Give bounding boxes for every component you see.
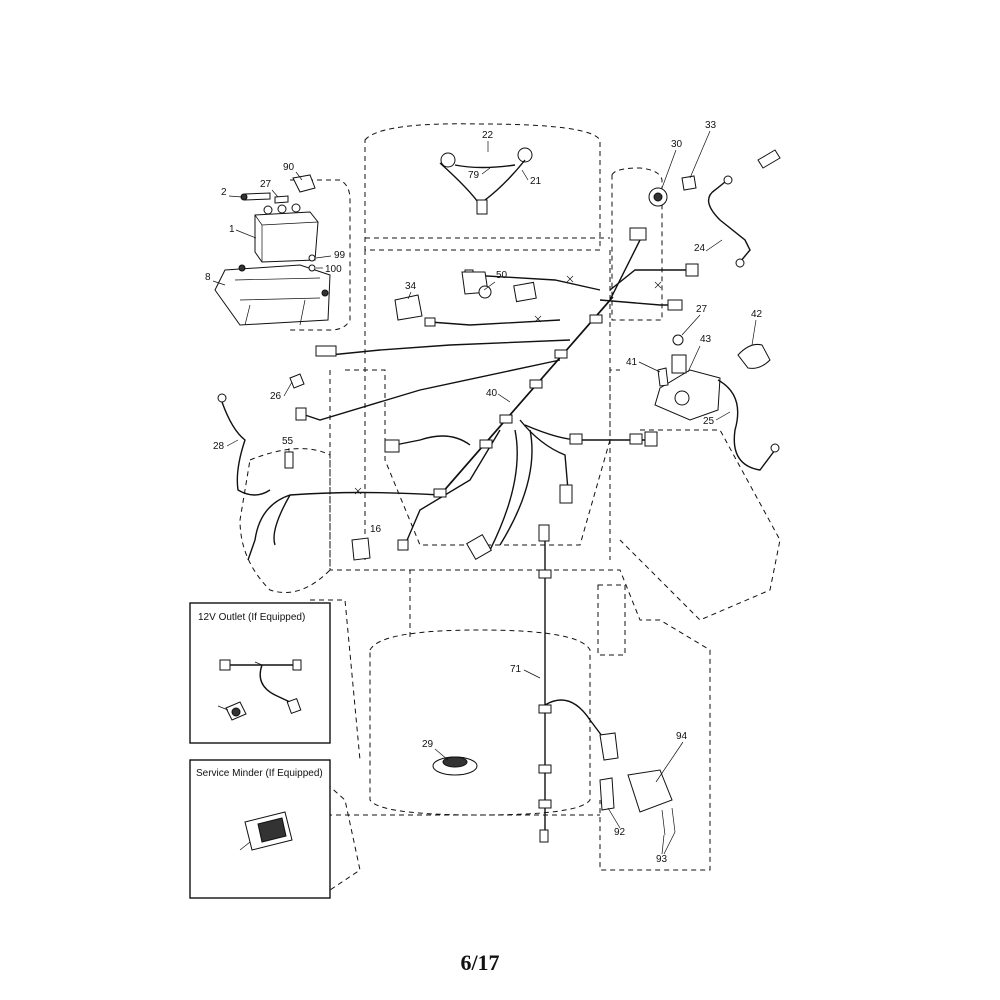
callout-43: 43 [700,334,712,345]
callout-26: 26 [270,391,282,402]
callout-50: 50 [496,270,508,281]
page-number: 6/17 [460,950,500,975]
ground-cable [217,373,305,496]
starter-solenoid [654,334,780,471]
callout-8: 8 [205,272,211,283]
callout-34: 34 [405,281,417,292]
callout-92: 92 [614,827,626,838]
pto-switch [351,537,371,561]
callout-55: 55 [282,436,294,447]
ignition-switch [648,149,781,268]
callout-21: 21 [530,176,542,187]
inset-service-minder-title: Service Minder (If Equipped) [196,768,323,779]
inset-12v-outlet: 12V Outlet (If Equipped) [189,602,331,744]
callout-2: 2 [221,187,227,198]
callout-28: 28 [213,441,225,452]
callout-27a: 27 [260,179,272,190]
callout-94: 94 [676,731,688,742]
headlight-harness [439,147,533,215]
inset-12v-outlet-title: 12V Outlet (If Equipped) [198,612,305,623]
callout-25: 25 [703,416,715,427]
main-wire-harness [247,227,699,843]
callout-22: 22 [482,130,494,141]
hour-meter-assembly [599,732,676,836]
callout-100: 100 [325,264,342,275]
buzzer [432,756,478,776]
callout-24: 24 [694,243,706,254]
callout-41: 41 [626,357,638,368]
seat-switch [394,271,492,321]
callout-71: 71 [510,664,522,675]
callout-40: 40 [486,388,498,399]
callout-30: 30 [671,139,683,150]
callout-42: 42 [751,309,763,320]
callout-99: 99 [334,250,346,261]
callout-27b: 27 [696,304,708,315]
callout-29: 29 [422,739,434,750]
callout-90: 90 [283,162,295,173]
callout-79: 79 [468,170,480,181]
callout-33: 33 [705,120,717,131]
callout-1: 1 [229,224,235,235]
inset-service-minder: Service Minder (If Equipped) [189,759,331,899]
battery-assembly [214,174,331,326]
leader-lines [212,130,757,855]
callout-93: 93 [656,854,668,865]
callout-16: 16 [370,524,382,535]
